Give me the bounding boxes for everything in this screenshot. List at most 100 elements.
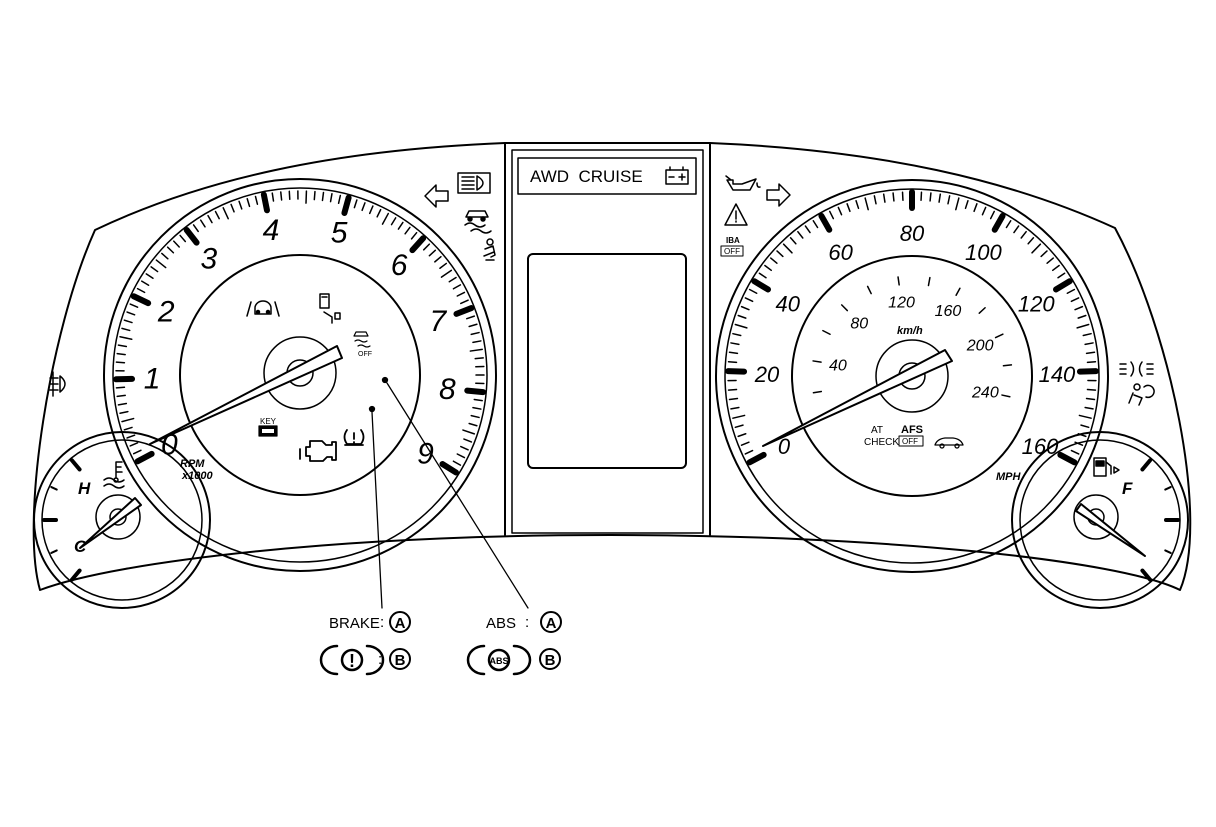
- speedometer-mph-minor-tick: [884, 194, 885, 202]
- tachometer-minor-tick: [392, 218, 396, 225]
- battery-icon: [666, 167, 688, 184]
- side-lights-icon: [1120, 362, 1153, 376]
- speedometer-mph-minor-tick: [830, 211, 834, 218]
- speedometer-mph-minor-tick: [745, 451, 752, 454]
- tachometer-minor-tick: [412, 233, 417, 239]
- tachometer-minor-tick: [122, 419, 134, 422]
- tachometer-minor-tick: [424, 244, 430, 250]
- tachometer-minor-tick: [174, 241, 179, 247]
- tachometer-number: 7: [430, 305, 448, 338]
- tachometer-major-tick: [344, 198, 348, 213]
- speedometer-mph-minor-tick: [730, 399, 738, 400]
- mph-unit: MPH: [996, 471, 1022, 483]
- speedometer-mph-minor-tick: [982, 207, 985, 214]
- lane-departure-icon: [247, 301, 279, 316]
- kmh-number: 120: [888, 295, 915, 312]
- tachometer-minor-tick: [122, 328, 130, 330]
- tachometer-minor-tick: [453, 285, 460, 289]
- tachometer-minor-tick: [370, 206, 373, 213]
- speedometer-mph-number: 60: [828, 240, 853, 265]
- abs-warning-icon: ABS: [468, 646, 530, 674]
- tachometer-minor-tick: [116, 362, 124, 363]
- speedometer-mph-minor-tick: [893, 193, 894, 201]
- tachometer-minor-tick: [377, 210, 381, 217]
- tachometer-minor-tick: [471, 416, 479, 418]
- kmh-tick: [813, 361, 821, 362]
- brake-icon-separator: :: [378, 651, 382, 668]
- tachometer-minor-tick: [469, 424, 477, 426]
- kmh-number: 240: [971, 385, 999, 402]
- tachometer-minor-tick: [457, 454, 464, 458]
- speedometer-mph-minor-tick: [1032, 244, 1040, 253]
- speedometer-mph-minor-tick: [1067, 289, 1074, 293]
- speedometer-mph-minor-tick: [1041, 251, 1047, 256]
- speedometer-mph-minor-tick: [813, 221, 817, 228]
- slip-car-icon: [935, 438, 963, 448]
- tachometer-minor-tick: [180, 235, 185, 241]
- tachometer-number: 4: [263, 214, 280, 247]
- seatbelt-icon: [484, 239, 495, 260]
- tachometer-minor-tick: [151, 267, 157, 272]
- speedometer-mph-minor-tick: [784, 244, 792, 253]
- tachometer-minor-tick: [461, 447, 468, 450]
- marker-a-abs: A: [541, 612, 561, 632]
- tachometer-minor-tick: [281, 192, 282, 200]
- speedometer-mph-minor-tick: [865, 198, 868, 210]
- tachometer-minor-tick: [463, 430, 474, 434]
- svg-text:!: !: [349, 651, 355, 671]
- speedometer-mph-major-tick: [754, 281, 768, 289]
- tachometer-minor-tick: [138, 289, 145, 293]
- kmh-tick: [1003, 365, 1011, 366]
- tachometer-number: 1: [144, 362, 161, 395]
- svg-text:B: B: [545, 652, 556, 669]
- tachometer-major-tick: [138, 454, 152, 462]
- fuel-tick: [1165, 550, 1170, 553]
- tachometer-minor-tick: [247, 199, 249, 207]
- tachometer-minor-tick: [354, 200, 356, 208]
- brake-warning-icon: !: [321, 646, 383, 674]
- kmh-tick: [956, 288, 960, 295]
- tachometer-minor-tick: [231, 204, 234, 211]
- svg-text:A: A: [395, 615, 406, 632]
- speedometer-mph-major-tick: [1060, 455, 1074, 463]
- tachometer-minor-tick: [239, 201, 242, 209]
- speedometer-needle: [763, 350, 952, 446]
- speedometer-mph-minor-tick: [735, 325, 747, 328]
- tachometer-minor-tick: [208, 216, 212, 223]
- abs-icon-separator: :: [527, 651, 531, 668]
- tachometer-major-tick: [456, 308, 471, 314]
- tachometer-minor-tick: [124, 320, 132, 322]
- speedometer-mph-minor-tick: [742, 307, 749, 310]
- vdc-slip-icon: [465, 211, 491, 233]
- kmh-tick: [842, 305, 848, 311]
- front-fog-icon: [50, 372, 65, 396]
- tachometer-minor-tick: [255, 196, 257, 204]
- speedometer-mph-major-tick: [750, 455, 764, 463]
- speedometer-mph-minor-tick: [930, 193, 931, 201]
- tachometer-minor-tick: [457, 292, 464, 296]
- marker-b-abs: B: [540, 649, 560, 669]
- temperature-needle: [80, 498, 141, 548]
- tachometer-minor-tick: [201, 220, 205, 227]
- tachometer-minor-tick: [469, 324, 477, 326]
- tachometer-minor-tick: [168, 247, 174, 253]
- speedometer-mph-major-tick: [995, 216, 1003, 230]
- vdc-off-icon: OFF: [354, 332, 372, 358]
- tachometer-major-tick: [264, 195, 267, 211]
- speedometer-mph-major-tick: [1056, 281, 1070, 289]
- kmh-number: 160: [935, 303, 962, 320]
- speedometer-mph-minor-tick: [1087, 399, 1095, 400]
- kmh-tick: [996, 334, 1003, 337]
- tachometer-minor-tick: [130, 443, 137, 446]
- speedometer-mph-minor-tick: [1079, 415, 1091, 418]
- speedometer-mph-minor-tick: [1075, 307, 1082, 310]
- speedometer-mph-minor-tick: [1087, 362, 1095, 363]
- kmh-number: 200: [966, 338, 994, 355]
- tachometer-needle: [150, 346, 342, 444]
- brake-separator: :: [380, 614, 384, 631]
